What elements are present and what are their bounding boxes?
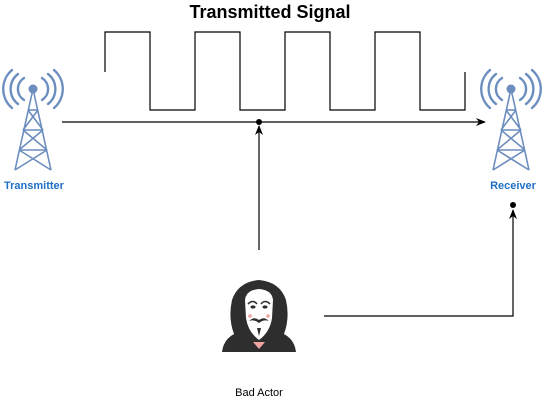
bad-actor-label: Bad Actor: [235, 387, 283, 399]
hooded-hacker-mask-icon[interactable]: [222, 280, 296, 352]
square-wave-signal: [104, 31, 466, 111]
receiver-junction-dot: [510, 202, 516, 208]
transmitter-tower-icon[interactable]: [2, 68, 64, 171]
intercept-junction-dot: [256, 119, 262, 125]
transmitter-label: Transmitter: [4, 180, 65, 192]
receiver-label: Receiver: [490, 180, 537, 192]
spoof-connector[interactable]: [324, 209, 517, 317]
diagram-title: Transmitted Signal: [189, 2, 350, 22]
receiver-tower-icon[interactable]: [480, 68, 542, 171]
